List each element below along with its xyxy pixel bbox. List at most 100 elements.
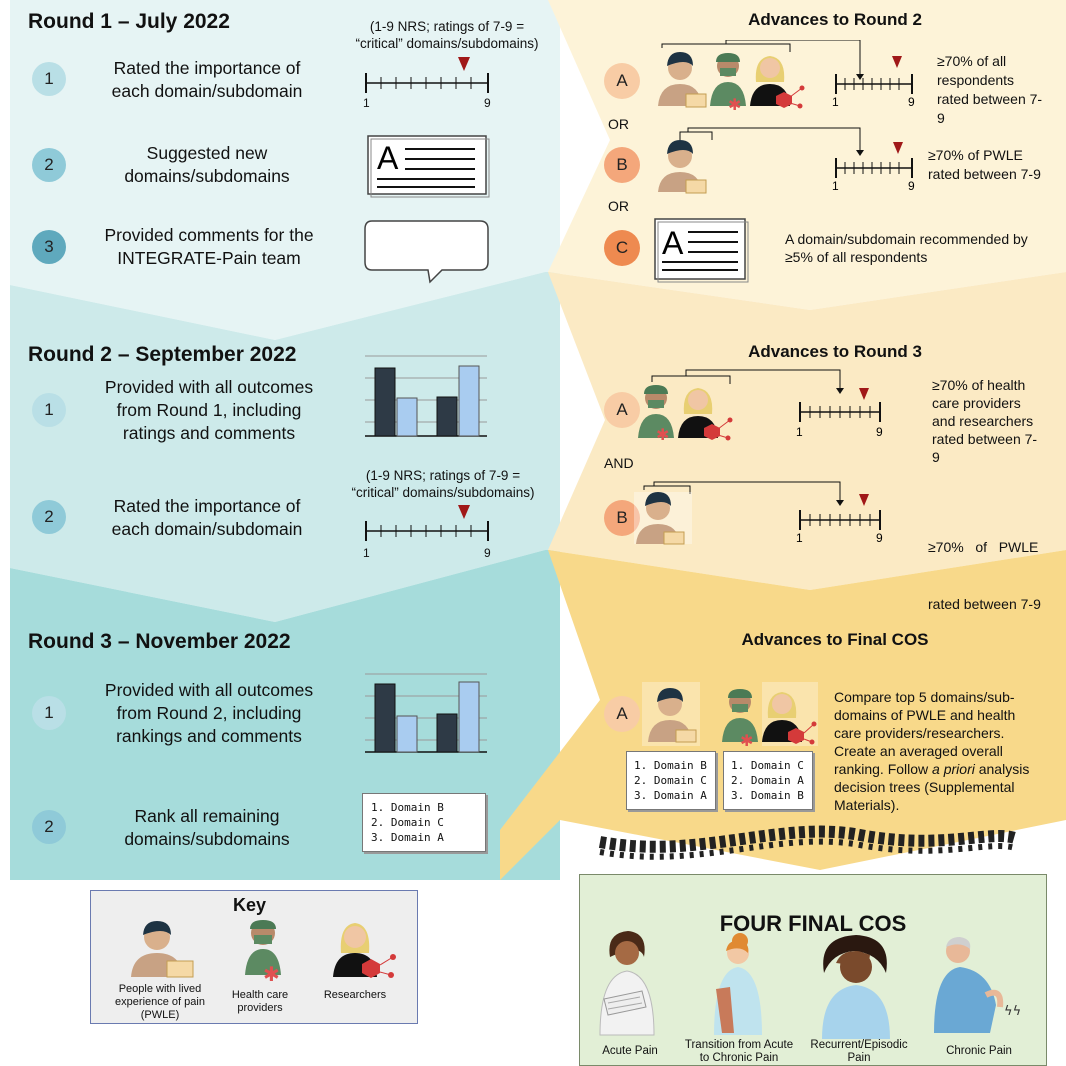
text-span: ranking. Follow <box>834 761 933 777</box>
round1-step1-badge: 1 <box>32 62 66 96</box>
round3-step1-badge: 1 <box>32 696 66 730</box>
ranking-item: 1. Domain B <box>634 759 707 772</box>
nrs-note-line1: (1-9 NRS; ratings of 7-9 = <box>365 468 521 483</box>
round3-title: Round 3 – November 2022 <box>28 630 291 653</box>
scale-max-label: 9 <box>908 179 915 193</box>
health-care-provider-icon: ✱ <box>710 53 746 114</box>
advance2-B-group: 1 9 <box>658 127 915 194</box>
researcher-icon <box>333 923 396 978</box>
text-line: rated between 7- <box>937 91 1043 107</box>
advance2-A-badge: A <box>604 63 640 99</box>
chronic-pain-icon: ϟϟ <box>934 937 1021 1033</box>
svg-text:ϟϟ: ϟϟ <box>1004 1004 1021 1019</box>
nrs-note-line2: “critical” domains/subdomains) <box>355 36 539 51</box>
round2-step1-badge: 1 <box>32 393 66 427</box>
text-line: ratings and comments <box>122 423 296 443</box>
round1-step3-badge: 3 <box>32 230 66 264</box>
round1-nrs-note: (1-9 NRS; ratings of 7-9 = “critical” do… <box>352 18 542 52</box>
text-line: ranking. Follow a priori analysis <box>834 760 1029 778</box>
pwle-ranking-list: 1. Domain B 2. Domain C 3. Domain A <box>626 751 716 810</box>
advance3-band <box>548 272 1066 590</box>
text-line: and researchers <box>932 413 1034 429</box>
key-title: Key <box>233 895 267 915</box>
text-line: from Round 1, including <box>116 400 302 420</box>
text-line: Transition from Acute <box>684 1039 794 1051</box>
advance3-A-criterion: ≥70% of health care providers and resear… <box>932 376 1037 466</box>
nrs-note-line1: (1-9 NRS; ratings of 7-9 = <box>369 19 525 34</box>
svg-text:✱: ✱ <box>728 95 741 114</box>
pwle-icon <box>658 52 707 108</box>
ranking-item: 2. Domain C <box>371 816 444 829</box>
final-cos-item-2-label: Transition from Acute to Chronic Pain <box>674 1039 804 1065</box>
text-line: each domain/subdomain <box>111 81 303 101</box>
text-line: domains/subdomains <box>124 829 290 849</box>
or-connector-2: OR <box>608 198 629 214</box>
transition-pain-icon <box>714 933 762 1035</box>
advance3-B-criterion: ≥70% of PWLE rated between 7-9 <box>928 500 1041 633</box>
pwle-icon <box>634 492 692 545</box>
recurrent-episodic-pain-icon <box>822 935 890 1039</box>
round1-step2-text: Suggested new domains/subdomains <box>82 142 332 188</box>
text-line: 9 <box>937 110 945 126</box>
svg-text:✱: ✱ <box>656 425 669 444</box>
health-care-provider-icon: ✱ <box>245 920 281 986</box>
text-line: domains of PWLE and health <box>834 707 1016 723</box>
pwle-icon <box>131 921 194 978</box>
advance2-C-criterion: A domain/subdomain recommended by ≥5% of… <box>785 230 1028 266</box>
text-line: Materials). <box>834 797 900 813</box>
round1-step2-badge: 2 <box>32 148 66 182</box>
text-line: ≥5% of all respondents <box>785 249 928 265</box>
document-icon: A <box>367 135 490 198</box>
advance2-B-badge: B <box>604 147 640 183</box>
text-line: ≥70% of PWLE <box>928 539 1039 555</box>
text-line: care providers <box>932 395 1021 411</box>
final-advance-title: Advances to Final COS <box>741 630 929 649</box>
text-line: A domain/subdomain recommended by <box>785 231 1028 247</box>
round1-title: Round 1 – July 2022 <box>28 10 230 33</box>
researcher-icon <box>750 56 805 109</box>
text-line: Rated the importance of <box>113 496 301 516</box>
advance2-C-badge: C <box>604 230 640 266</box>
final-advance-people: ✱ <box>642 682 818 750</box>
scale-max-label: 9 <box>876 531 883 545</box>
text-line: from Round 2, including <box>116 703 302 723</box>
advance3-title: Advances to Round 3 <box>748 342 922 361</box>
hcp-ranking-list: 1. Domain C 2. Domain A 3. Domain B <box>723 751 813 810</box>
scale-max-label: 9 <box>484 96 491 110</box>
text-line: providers <box>237 1002 283 1014</box>
ranking-item: 2. Domain A <box>731 774 804 787</box>
text-line: decision trees (Supplemental <box>834 779 1015 795</box>
final-cos-item-3-label: Recurrent/Episodic Pain <box>804 1039 914 1065</box>
round3-step2-text: Rank all remaining domains/subdomains <box>82 805 332 851</box>
text-line: Acute Pain <box>602 1045 658 1057</box>
health-care-provider-icon: ✱ <box>722 689 758 750</box>
rating-marker <box>458 505 470 519</box>
round2-step2-badge: 2 <box>32 500 66 534</box>
text-line: ≥70% of health <box>932 377 1026 393</box>
pwle-icon <box>658 140 707 194</box>
advance3-A-group: ✱ 1 9 <box>638 369 883 444</box>
ranking-item: 3. Domain A <box>634 789 707 802</box>
final-cos-item-1-label: Acute Pain <box>590 1045 670 1058</box>
text-line: each domain/subdomain <box>111 519 303 539</box>
text-line: Rank all remaining <box>134 806 280 826</box>
ranking-item: 3. Domain B <box>731 789 804 802</box>
svg-text:A: A <box>377 140 399 176</box>
round2-title: Round 2 – September 2022 <box>28 343 297 366</box>
rating-scale-graphic <box>365 505 489 541</box>
acute-pain-icon <box>599 931 655 1036</box>
scale-min-label: 1 <box>796 531 803 545</box>
text-line: rated between 7- <box>932 431 1038 447</box>
final-advance-description: Compare top 5 domains/sub- domains of PW… <box>834 688 1029 814</box>
scale-max-label: 9 <box>876 425 883 439</box>
final-cos-item-4-label: Chronic Pain <box>924 1045 1034 1058</box>
text-line: Provided with all outcomes <box>104 680 314 700</box>
text-span: analysis <box>974 761 1030 777</box>
text-line: Provided with all outcomes <box>104 377 314 397</box>
round2-step1-text: Provided with all outcomes from Round 1,… <box>78 376 340 445</box>
text-line: Chronic Pain <box>946 1045 1012 1057</box>
ranking-item: 1. Domain B <box>371 801 444 814</box>
text-line: Recurrent/Episodic <box>810 1039 908 1051</box>
rating-scale-graphic <box>365 57 489 93</box>
pwle-icon <box>642 682 700 746</box>
